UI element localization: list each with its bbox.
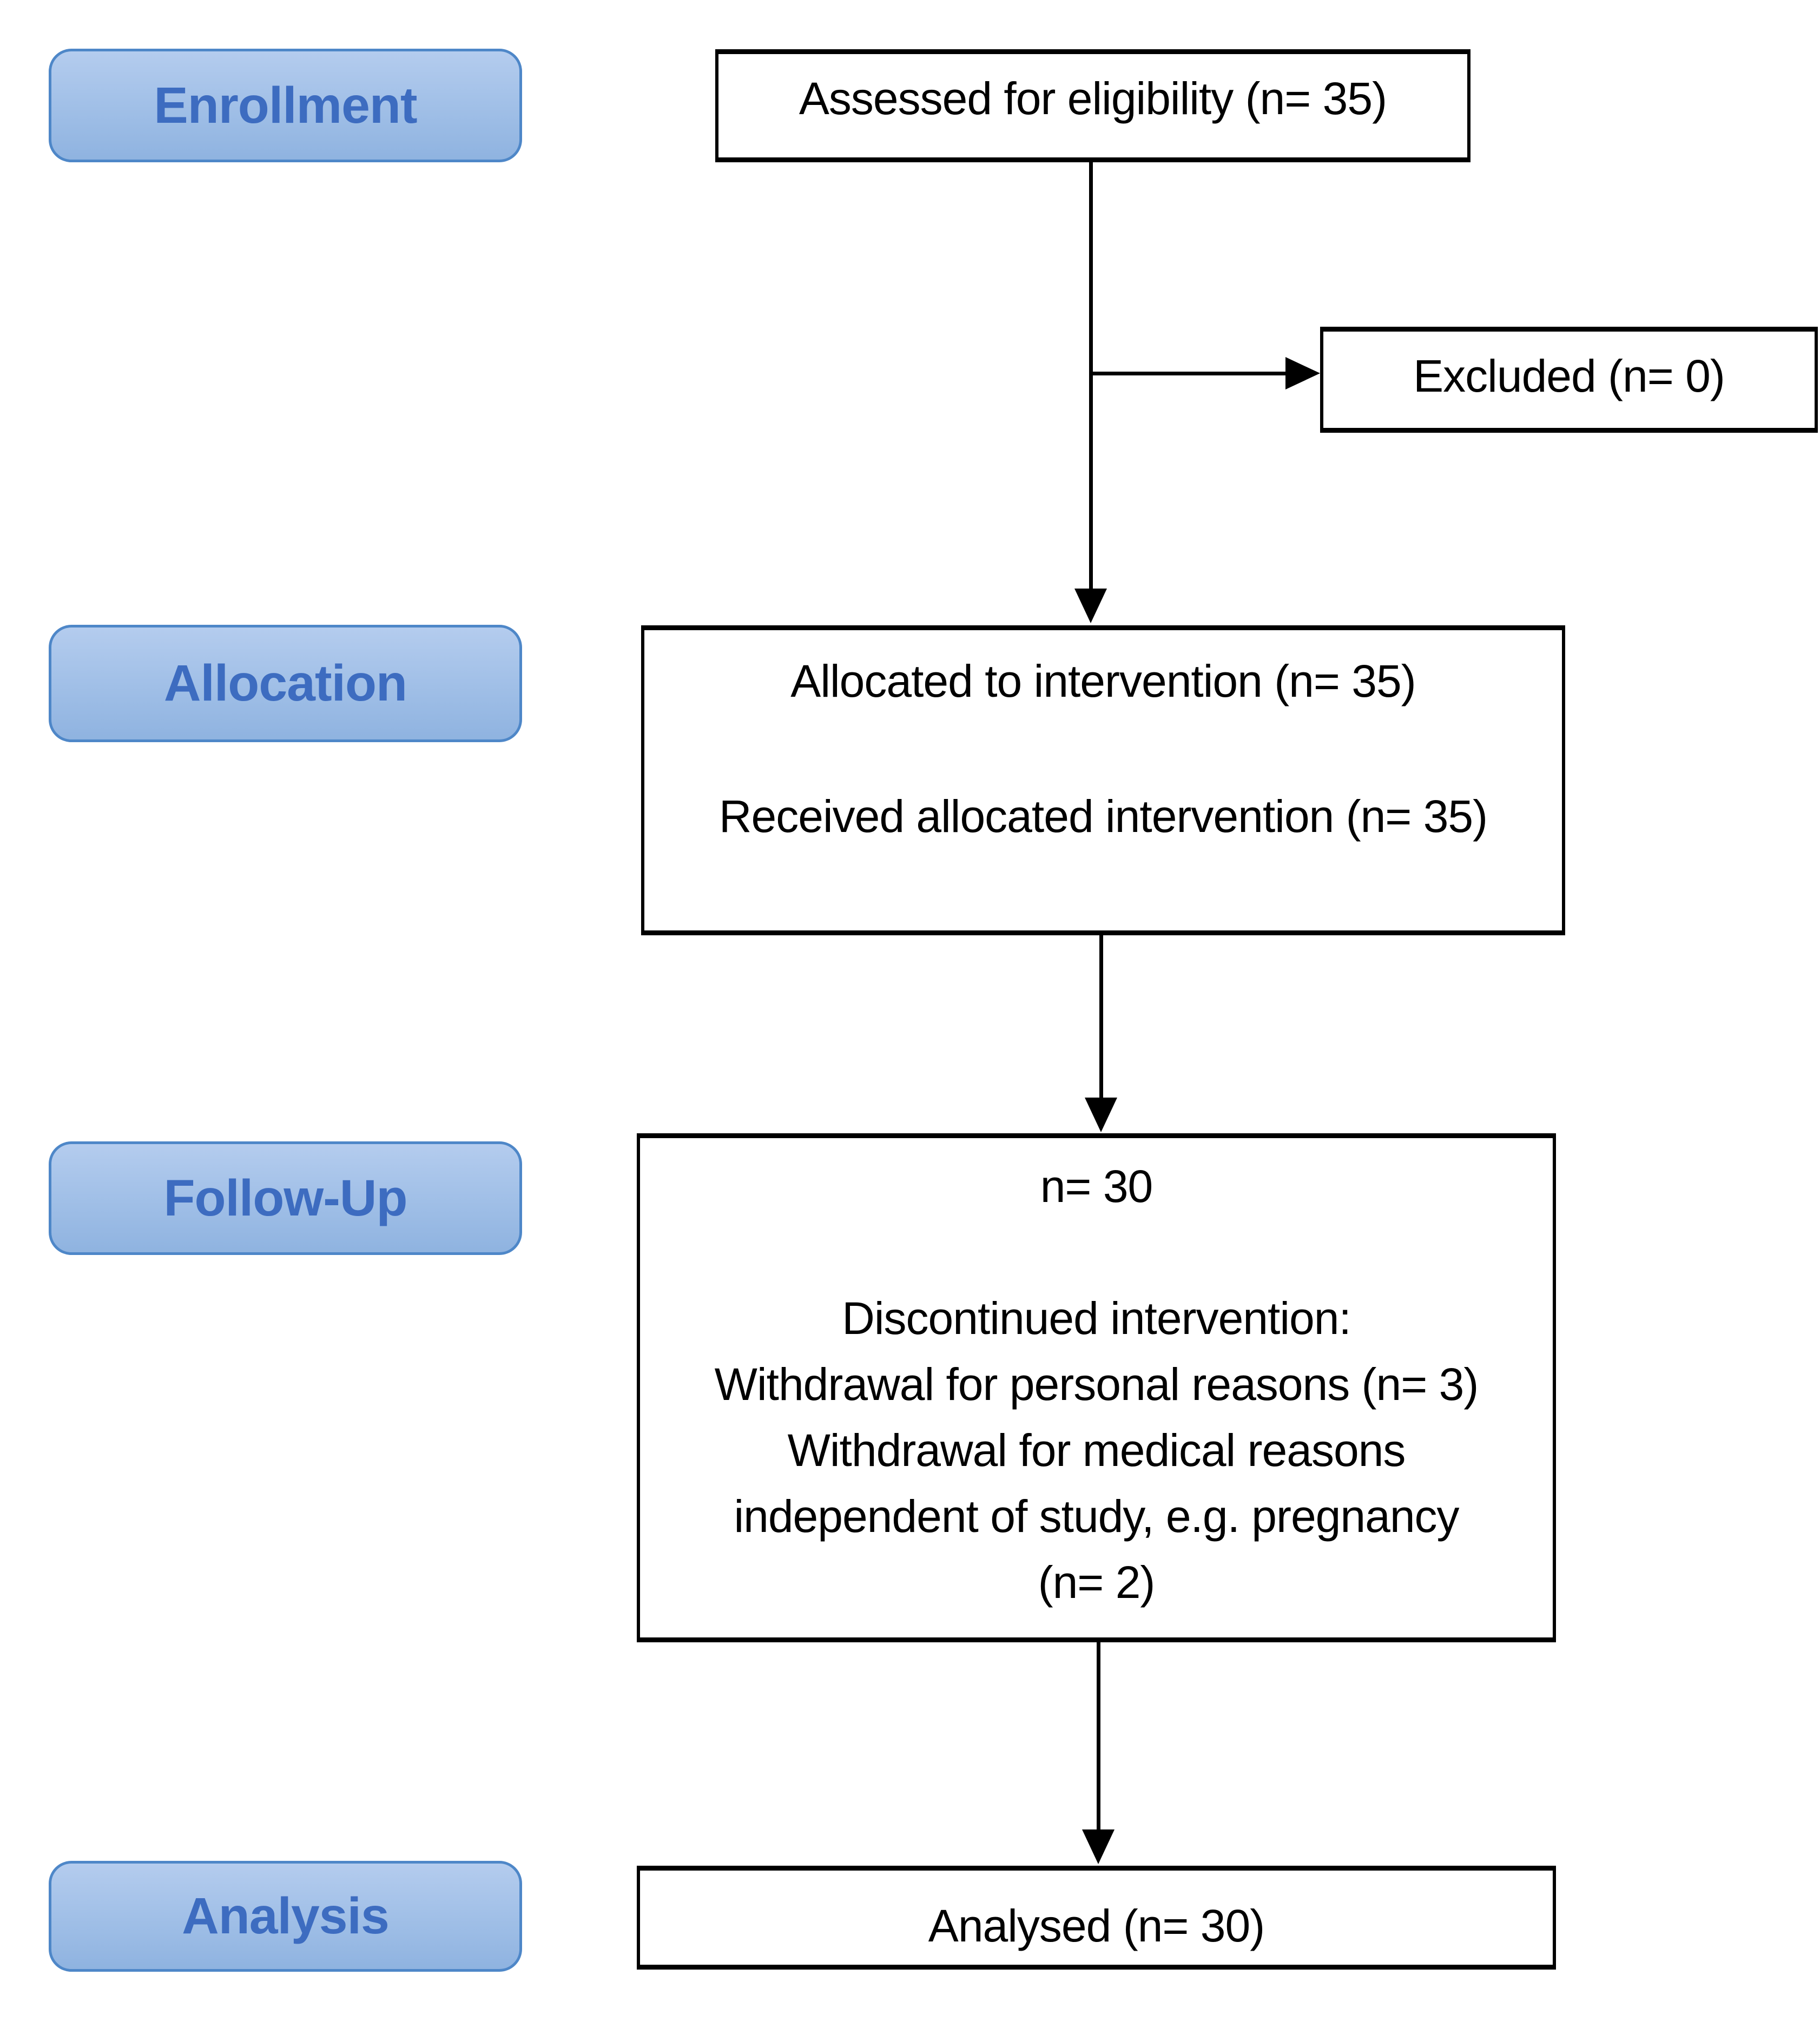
stage-label-allocation: Allocation (49, 625, 522, 742)
stage-label-followup: Follow-Up (49, 1141, 522, 1255)
box-excluded: Excluded (n= 0) (1320, 327, 1818, 433)
box-followup-discontinued: Discontinued intervention: (842, 1293, 1351, 1344)
arrow-followup-to-analysed-shaft (1097, 1642, 1100, 1831)
box-followup-medical-n: (n= 2) (1038, 1557, 1156, 1608)
arrow-to-excluded-head (1285, 357, 1320, 389)
stage-label-enrollment: Enrollment (49, 49, 522, 162)
box-followup-personal: Withdrawal for personal reasons (n= 3) (714, 1359, 1479, 1410)
box-followup: n= 30 Discontinued intervention: Withdra… (637, 1133, 1556, 1642)
box-allocated-line-1: Allocated to intervention (n= 35) (790, 656, 1416, 706)
arrow-to-excluded-shaft (1091, 372, 1285, 375)
box-allocated-line-2: Received allocated intervention (n= 35) (718, 791, 1488, 842)
arrow-assessed-to-allocated-head (1074, 589, 1107, 623)
box-followup-n: n= 30 (1040, 1161, 1153, 1212)
arrow-allocated-to-followup-head (1085, 1098, 1117, 1132)
box-assessed-text: Assessed for eligibility (n= 35) (799, 73, 1387, 124)
arrow-followup-to-analysed-head (1082, 1829, 1115, 1864)
box-analysed-text: Analysed (n= 30) (928, 1900, 1265, 1951)
box-followup-medical-2: independent of study, e.g. pregnancy (734, 1491, 1459, 1542)
box-analysed: Analysed (n= 30) (637, 1866, 1556, 1970)
box-followup-medical-1: Withdrawal for medical reasons (787, 1425, 1406, 1476)
box-allocated: Allocated to intervention (n= 35) Receiv… (641, 625, 1565, 935)
box-allocated-spacer (644, 715, 1562, 783)
stage-label-analysis: Analysis (49, 1861, 522, 1972)
arrow-allocated-to-followup-shaft (1099, 935, 1103, 1098)
box-assessed-eligibility: Assessed for eligibility (n= 35) (715, 49, 1470, 162)
box-excluded-text: Excluded (n= 0) (1413, 351, 1725, 401)
box-followup-spacer (640, 1219, 1553, 1285)
arrow-assessed-to-allocated-shaft (1089, 162, 1093, 590)
